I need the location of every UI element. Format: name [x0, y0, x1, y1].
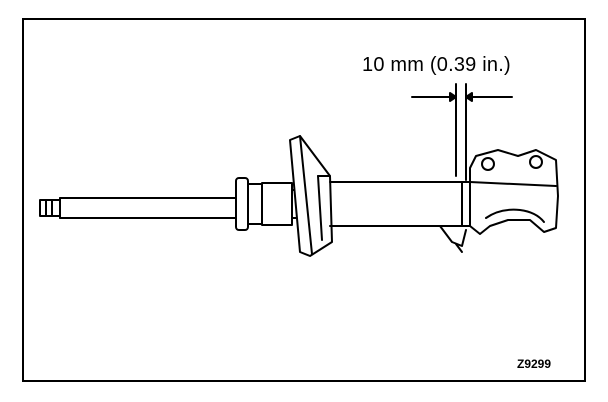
dimension-indicator	[411, 83, 513, 181]
dust-cover	[235, 177, 299, 231]
dimension-label: 10 mm (0.39 in.)	[362, 54, 511, 76]
rod-tip	[39, 199, 61, 217]
figure-id: Z9299	[517, 357, 552, 371]
spring-seat	[289, 135, 333, 257]
strut-cylinder	[329, 181, 471, 227]
knuckle-bracket	[439, 149, 559, 253]
piston-rod	[59, 197, 239, 219]
